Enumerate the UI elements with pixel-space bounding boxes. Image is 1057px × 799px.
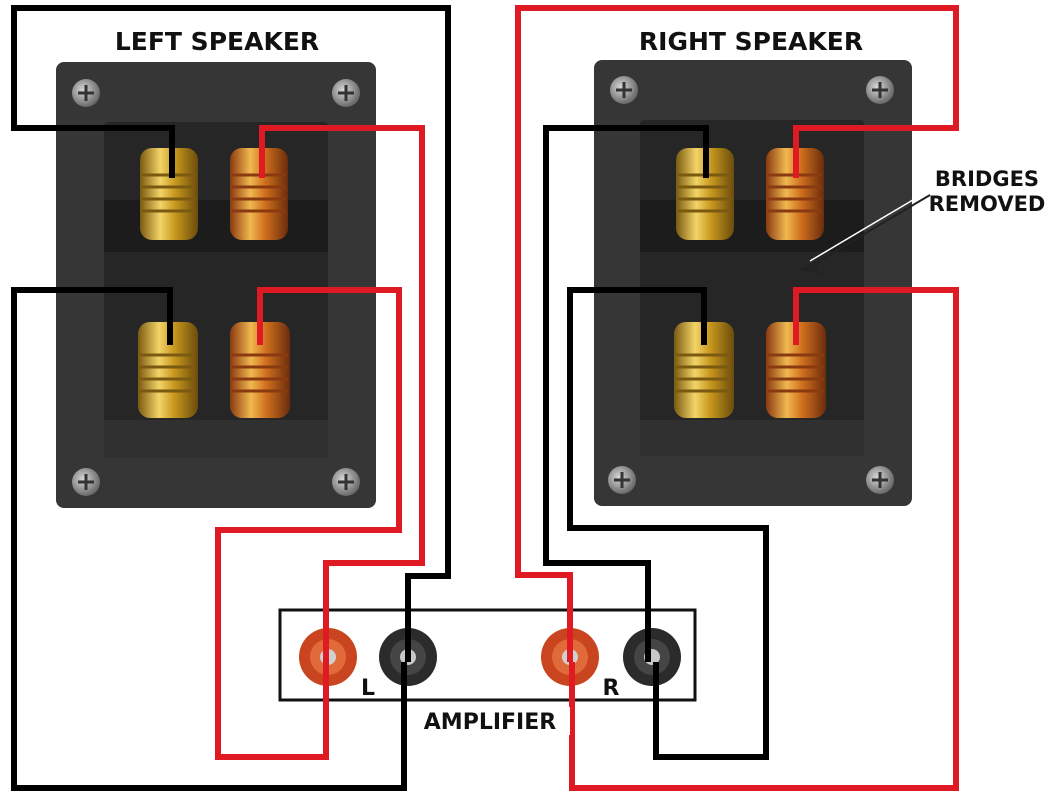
screw-icon — [610, 76, 638, 104]
wire-right-lower-positive — [569, 287, 959, 791]
amp-terminal-right-negative — [623, 628, 681, 686]
amplifier-label-bg — [412, 707, 570, 735]
wire-right-upper-positive — [515, 5, 959, 662]
bridges-removed-line2: REMOVED — [929, 192, 1046, 216]
screw-icon — [72, 79, 100, 107]
binding-post-icon — [766, 322, 826, 418]
channel-right-label: R — [603, 676, 620, 701]
binding-post-icon — [674, 322, 734, 418]
right-speaker-title: RIGHT SPEAKER — [639, 27, 863, 56]
screw-icon — [608, 466, 636, 494]
bridges-removed-line1: BRIDGES — [935, 167, 1039, 191]
wire-left-upper-positive — [259, 125, 425, 662]
wire-right-lower-negative — [567, 287, 769, 760]
channel-left-label: L — [361, 676, 375, 701]
screw-icon — [866, 76, 894, 104]
amplifier-label: AMPLIFIER — [424, 710, 556, 735]
binding-post-icon — [138, 322, 198, 418]
binding-post-icon — [230, 322, 290, 418]
wire-left-lower-negative — [11, 287, 407, 791]
wire-left-upper-negative — [11, 5, 451, 662]
left-speaker-title: LEFT SPEAKER — [115, 27, 319, 56]
arrow-icon — [800, 190, 931, 274]
screw-icon — [332, 468, 360, 496]
screw-icon — [332, 79, 360, 107]
screw-icon — [866, 466, 894, 494]
wire-right-upper-negative — [543, 125, 709, 662]
wire-left-lower-positive — [215, 287, 402, 760]
screw-icon — [72, 468, 100, 496]
